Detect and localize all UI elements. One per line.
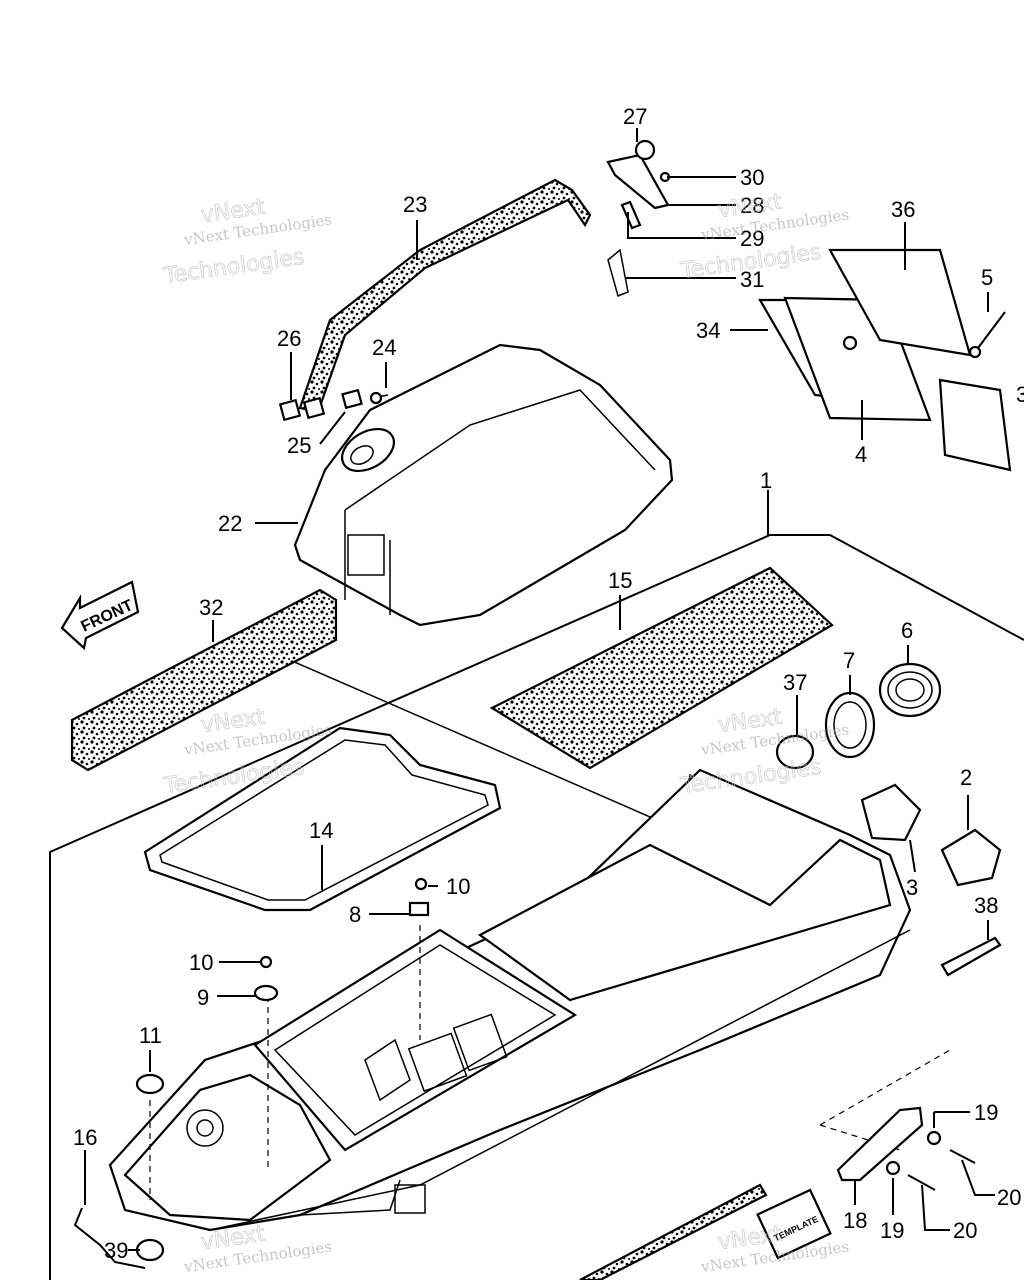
callout-39: 39 xyxy=(104,1238,128,1263)
callout-19-top: 19 xyxy=(974,1100,998,1125)
callout-7: 7 xyxy=(843,648,855,673)
callout-20-right: 20 xyxy=(997,1185,1021,1210)
callout-31: 31 xyxy=(740,267,764,292)
callout-26: 26 xyxy=(277,326,301,351)
callout-2: 2 xyxy=(960,765,972,790)
callout-37: 37 xyxy=(783,670,807,695)
callout-3: 3 xyxy=(906,875,918,900)
callout-1: 1 xyxy=(760,468,772,493)
callout-28: 28 xyxy=(740,193,764,218)
callout-34: 34 xyxy=(696,318,720,343)
callout-22: 22 xyxy=(218,511,242,536)
callout-4: 4 xyxy=(855,442,867,467)
callout-27: 27 xyxy=(623,104,647,129)
callout-20-bottom: 20 xyxy=(953,1218,977,1243)
callout-14: 14 xyxy=(309,818,333,843)
callout-9: 9 xyxy=(197,985,209,1010)
callout-30: 30 xyxy=(740,165,764,190)
callout-29: 29 xyxy=(740,226,764,251)
callout-32: 32 xyxy=(199,595,223,620)
bracket-parts xyxy=(860,783,1002,977)
fitting-parts xyxy=(775,662,942,770)
callout-24: 24 xyxy=(372,335,396,360)
callout-38: 38 xyxy=(974,893,998,918)
callout-18: 18 xyxy=(843,1208,867,1233)
callout-10-right: 10 xyxy=(446,874,470,899)
callout-36: 36 xyxy=(891,197,915,222)
mat-part-32 xyxy=(70,588,338,772)
callout-16: 16 xyxy=(73,1125,97,1150)
callout-10-left: 10 xyxy=(189,950,213,975)
callout-leaders xyxy=(84,128,995,1251)
callout-5: 5 xyxy=(981,265,993,290)
side-trim-parts xyxy=(836,1106,976,1191)
callout-25: 25 xyxy=(287,433,311,458)
callout-15: 15 xyxy=(608,568,632,593)
callout-8: 8 xyxy=(349,902,361,927)
mat-part-15 xyxy=(489,566,834,770)
storage-cover-parts xyxy=(758,248,1012,472)
hull-body xyxy=(108,768,912,1232)
callout-23: 23 xyxy=(403,192,427,217)
callout-labels: 1 2 3 3 4 5 6 7 8 9 10 10 11 14 15 16 18… xyxy=(73,104,1024,1263)
hood-part-22 xyxy=(293,343,674,627)
callout-6: 6 xyxy=(901,618,913,643)
bottom-strip: TEMPLATE xyxy=(579,1183,832,1280)
gasket-part-14 xyxy=(143,726,502,912)
strap-part-23 xyxy=(278,178,592,422)
latch-parts xyxy=(606,139,671,298)
front-arrow: FRONT xyxy=(60,580,140,651)
callout-3-right: 3 xyxy=(1016,382,1024,407)
callout-11: 11 xyxy=(139,1023,162,1048)
callout-19-bottom: 19 xyxy=(880,1218,904,1243)
watermark-text: Technologies xyxy=(161,245,305,290)
